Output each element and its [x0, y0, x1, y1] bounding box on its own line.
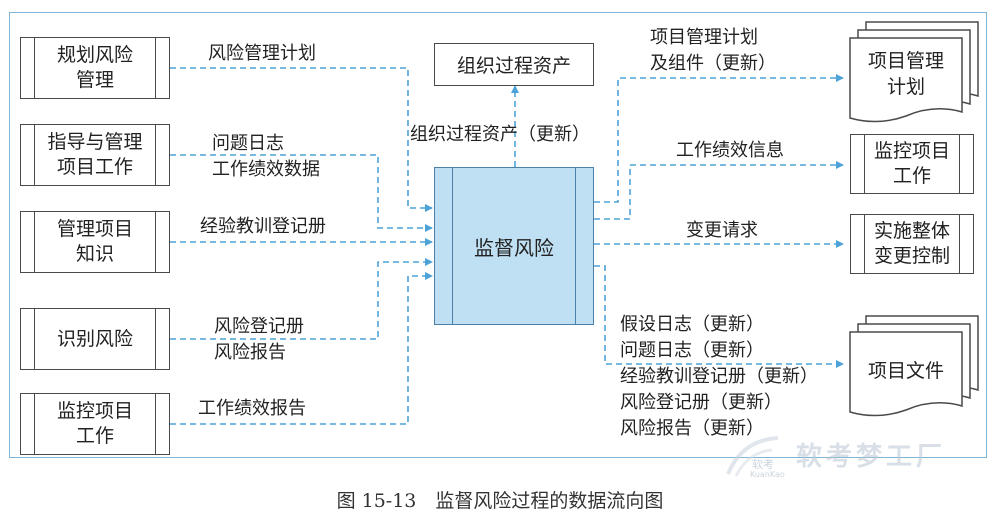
process-direct-manage-work: 指导与管理 项目工作: [20, 124, 170, 186]
target-project-plan: 项目管理 计划: [867, 50, 944, 98]
watermark-tiny: KuanKao: [750, 470, 785, 479]
process-label: 指导与管理 项目工作: [47, 131, 143, 178]
flow-label-lessons-register: 经验教训登记册: [200, 216, 326, 237]
flow-label-plan-updates: 项目管理计划 及组件（更新）: [650, 27, 776, 74]
flow-label-org-assets-updates: 组织过程资产（更新）: [410, 124, 590, 145]
target-integrated-change-control: 实施整体 变更控制: [850, 214, 974, 274]
process-monitor-control-work-input: 监控项目 工作: [20, 393, 170, 455]
process-monitor-risks: 监督风险: [434, 167, 594, 325]
flow-line-input-1: [170, 67, 433, 212]
flow-line-output-1: [594, 74, 844, 203]
flow-line-input-5: [170, 272, 433, 425]
watermark-small: 软考: [752, 458, 774, 471]
flow-line-input-2: [170, 154, 433, 232]
flow-label-risk-register-report: 风险登记册 风险报告: [214, 316, 304, 363]
center-process-label: 监督风险: [474, 235, 554, 260]
flow-label-change-requests: 变更请求: [686, 220, 758, 241]
doc-stack-project-documents: [849, 315, 979, 417]
process-plan-risk-management: 规划风险 管理: [20, 37, 170, 99]
diagram-frame: [9, 12, 987, 458]
target-label: 组织过程资产: [456, 55, 571, 77]
flow-line-input-4: [170, 258, 433, 340]
process-label: 管理项目 知识: [56, 218, 133, 265]
flow-label-document-updates: 假设日志（更新） 问题日志（更新） 经验教训登记册（更新） 风险登记册（更新） …: [620, 314, 818, 439]
process-label: 规划风险 管理: [56, 44, 133, 91]
target-label: 实施整体 变更控制: [873, 220, 950, 267]
flow-line-output-4: [594, 265, 844, 368]
flow-line-output-2: [594, 161, 844, 220]
flow-label-risk-plan: 风险管理计划: [208, 43, 316, 64]
flow-label-issue-log-work-data: 问题日志 工作绩效数据: [212, 133, 320, 180]
flow-label-work-perf-reports: 工作绩效报告: [198, 398, 306, 419]
watermark-brand: 软考梦工厂: [796, 442, 947, 472]
flow-label-work-perf-info: 工作绩效信息: [676, 140, 784, 161]
process-manage-knowledge: 管理项目 知识: [20, 211, 170, 273]
target-project-documents: 项目文件: [867, 360, 944, 382]
watermark-logo: 软考梦工厂 软考 KuanKao: [716, 426, 971, 482]
watermark-swoosh-icon: [726, 436, 779, 477]
doc-stack-project-plan: [849, 21, 979, 123]
process-identify-risks: 识别风险: [20, 308, 170, 370]
process-label: 监控项目 工作: [56, 400, 133, 447]
figure-caption: 图 15-13 监督风险过程的数据流向图: [336, 490, 664, 512]
target-org-process-assets: 组织过程资产: [434, 43, 594, 86]
target-monitor-control-work: 监控项目 工作: [850, 134, 974, 194]
process-label: 识别风险: [56, 327, 133, 350]
target-label: 监控项目 工作: [873, 140, 950, 187]
